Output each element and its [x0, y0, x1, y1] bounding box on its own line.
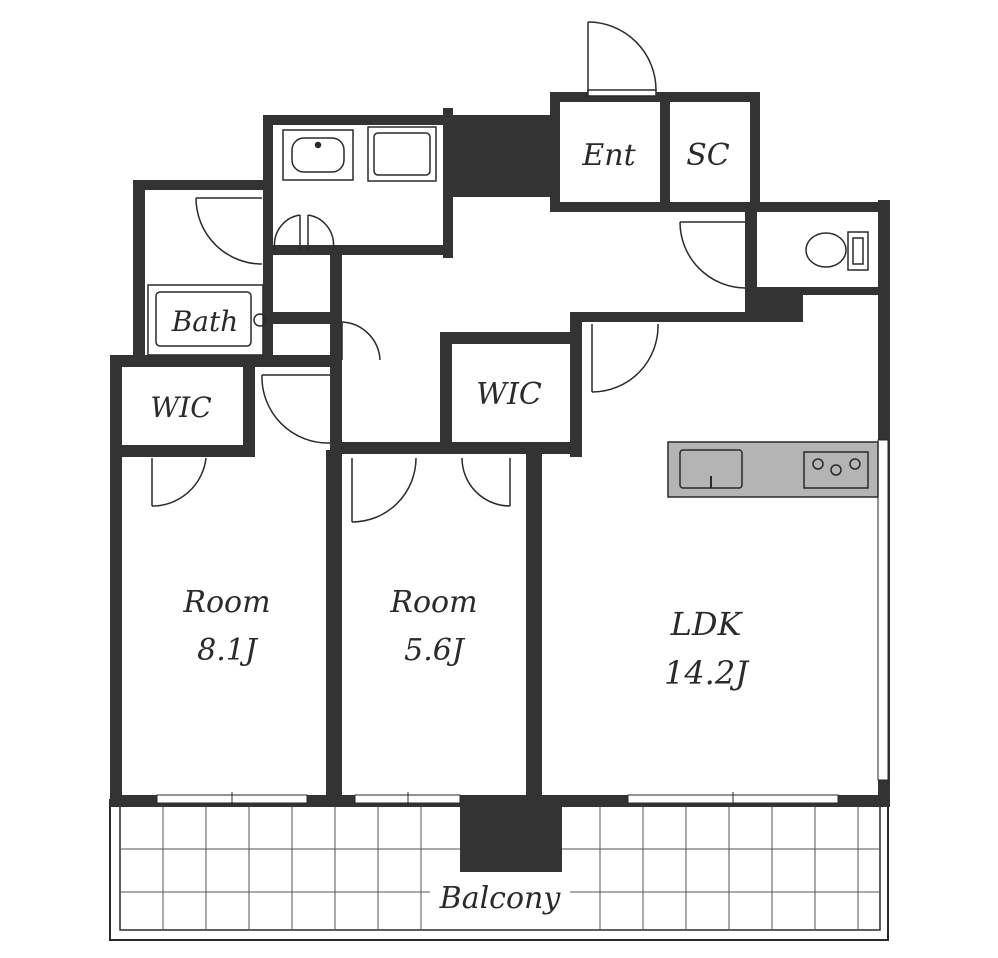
washbasin — [282, 129, 354, 181]
label-balcony: Balcony — [439, 881, 562, 916]
interior-fill — [120, 100, 880, 798]
label-ldk-name: LDK — [670, 605, 744, 643]
doors — [151, 21, 746, 523]
washing-machine — [367, 126, 437, 182]
kitchen-counter — [667, 441, 879, 498]
balcony-area — [109, 799, 889, 941]
label-room1-size: 8.1J — [197, 633, 259, 668]
label-wic-left: WIC — [150, 391, 211, 424]
windows — [156, 439, 889, 806]
bathtub — [147, 284, 267, 356]
toilet — [805, 231, 869, 271]
label-room2-size: 5.6J — [404, 633, 466, 668]
label-entrance: Ent — [581, 138, 636, 173]
label-room2-name: Room — [389, 585, 477, 620]
label-shoe-closet: SC — [686, 138, 730, 173]
label-room1-name: Room — [182, 585, 270, 620]
label-ldk-size: 14.2J — [664, 654, 750, 692]
label-wic-center: WIC — [476, 377, 542, 412]
balcony-pillar — [460, 800, 562, 872]
label-bath: Bath — [171, 305, 239, 338]
